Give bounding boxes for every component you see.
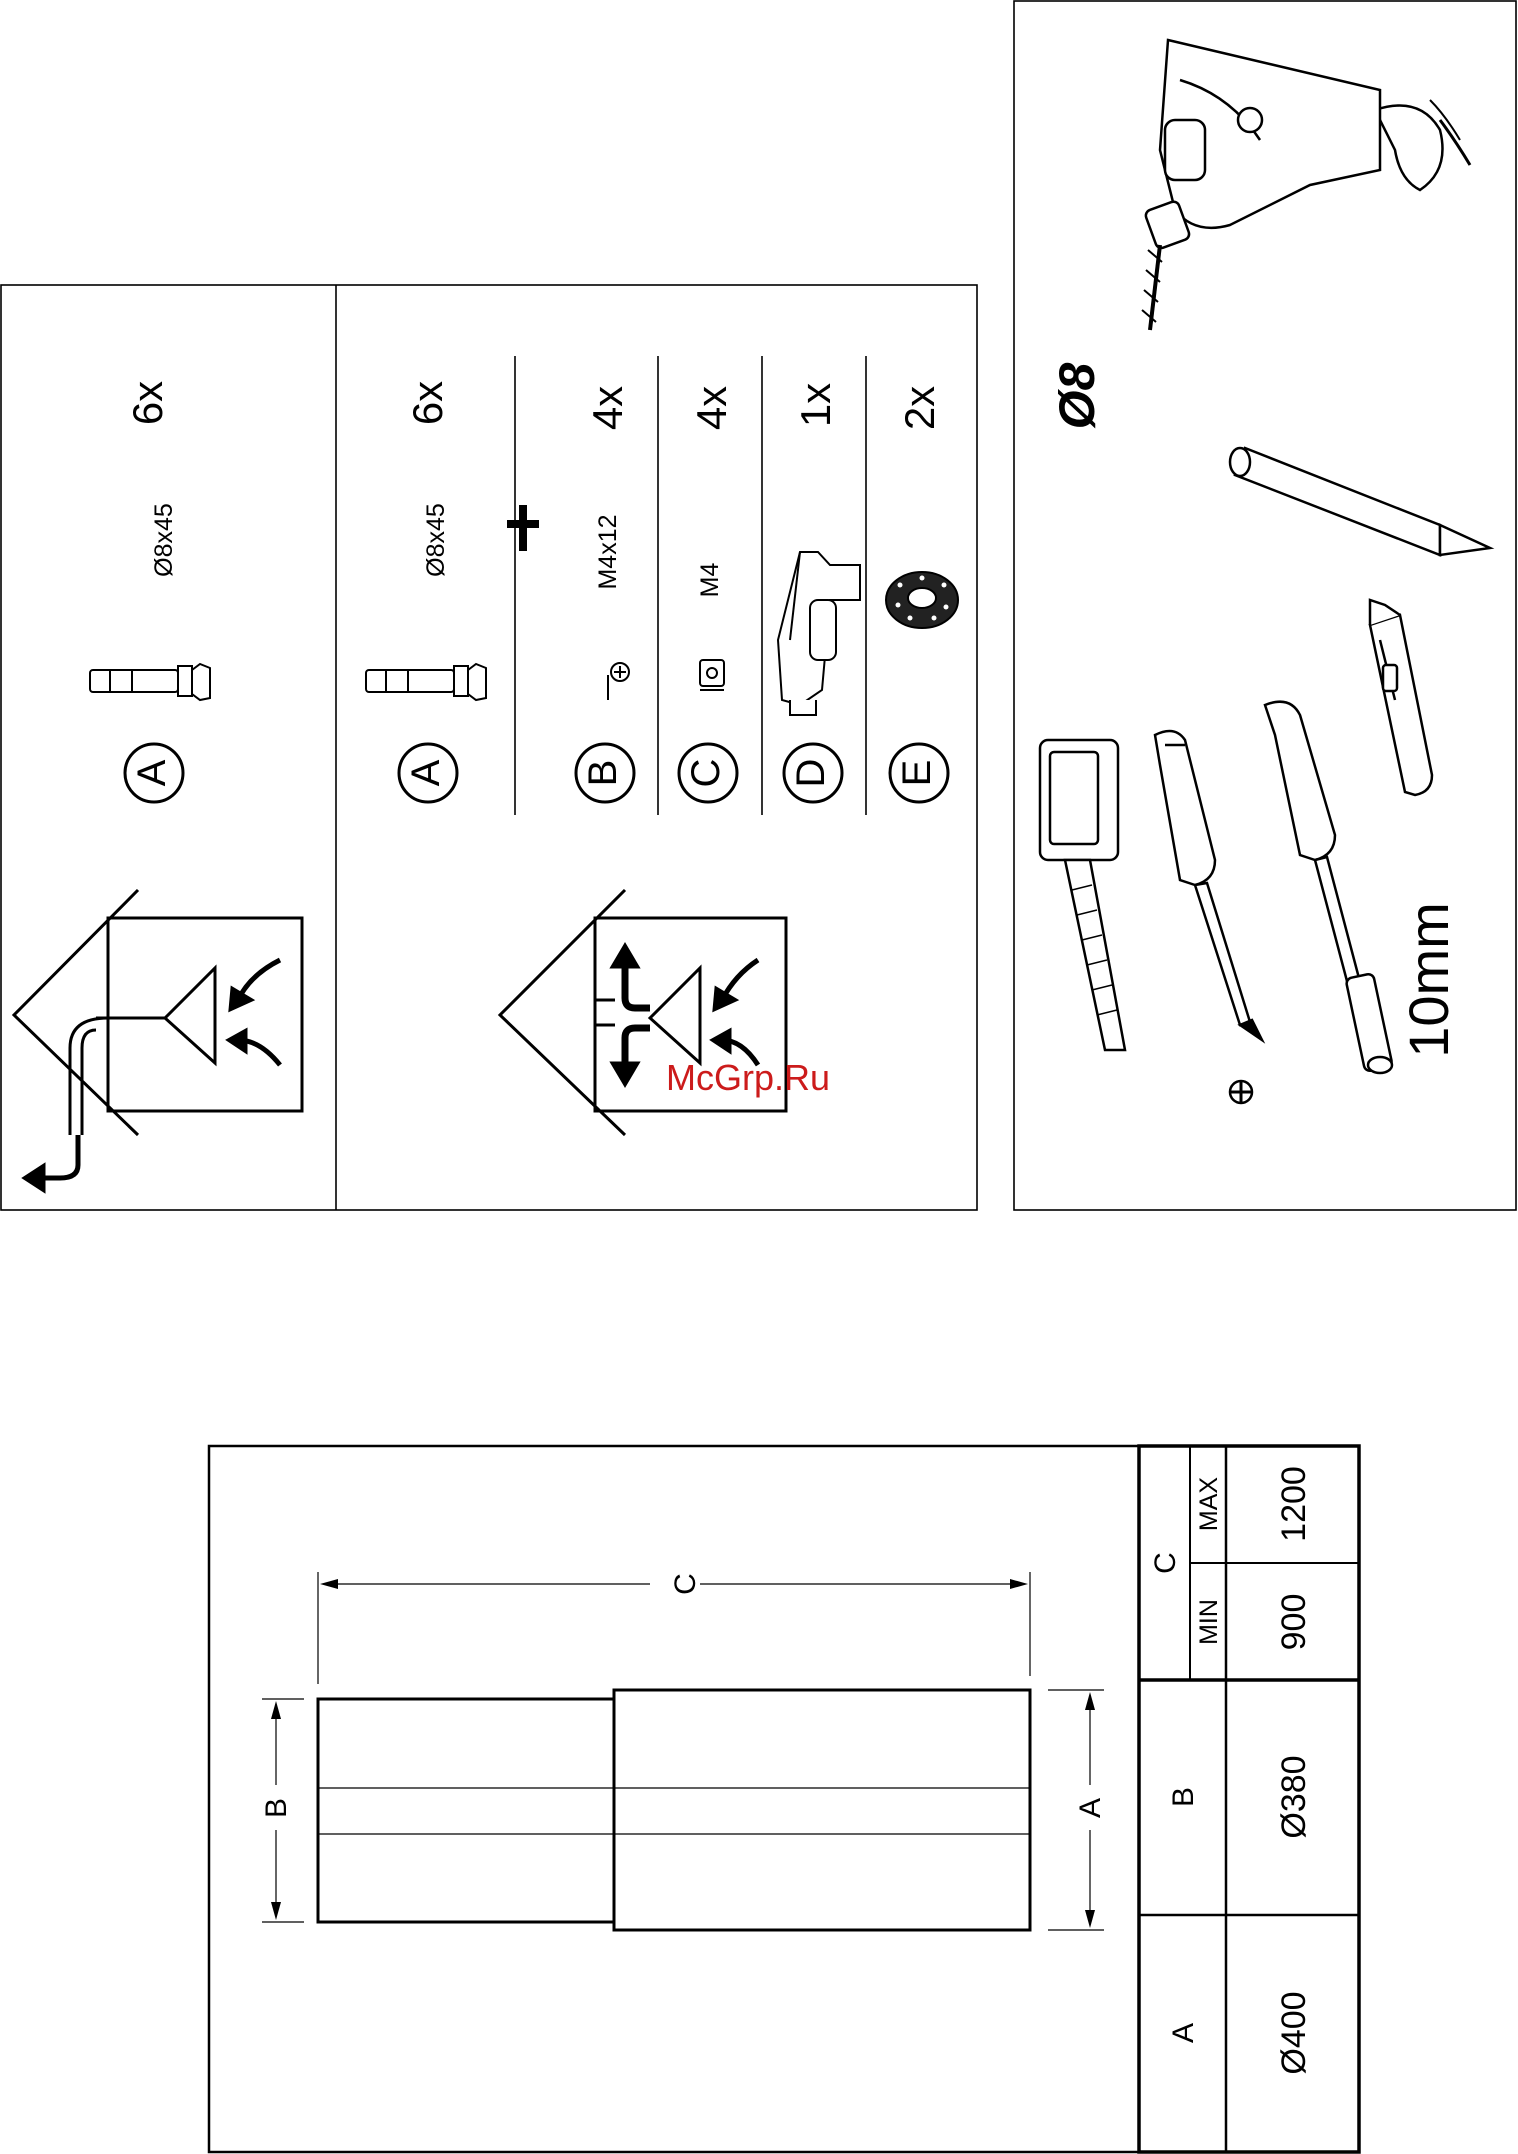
dimension-panel: C B A (209, 1446, 1359, 2152)
rc-item-b-qty: 4x (584, 386, 631, 430)
cage-nut-icon (700, 660, 724, 690)
rc-item-b-badge: B (576, 744, 634, 802)
rc-item-a-qty: 6x (404, 381, 451, 425)
svg-text:B: B (581, 760, 625, 787)
recirculation-hood-diagram-icon (500, 890, 786, 1135)
plus-sign (507, 505, 539, 551)
svg-text:Ø400: Ø400 (1275, 1991, 1313, 2074)
svg-text:Ø380: Ø380 (1275, 1755, 1313, 1838)
rc-item-e-qty: 2x (896, 386, 943, 430)
svg-text:A: A (404, 759, 448, 786)
item-a-qty: 6x (124, 381, 171, 425)
rc-item-b-spec: M4x12 (594, 514, 622, 589)
table-header-b: B (1167, 1787, 1200, 1807)
phillips-symbol-icon (1230, 1081, 1252, 1103)
table-value-b: Ø380 (1275, 1755, 1313, 1838)
svg-text:B: B (1167, 1787, 1200, 1807)
deflector-icon (778, 552, 860, 715)
svg-text:900: 900 (1275, 1594, 1313, 1651)
table-value-c-max: 1200 (1275, 1466, 1313, 1542)
socket-size-label: 10mm (1397, 902, 1460, 1058)
tools-panel: Ø8 (1014, 1, 1516, 1210)
carbon-filter-icon (886, 572, 958, 628)
item-a-badge: A (125, 744, 183, 802)
drill-diameter-label: Ø8 (1049, 362, 1105, 429)
item-a-spec: Ø8x45 (150, 503, 178, 577)
screw-icon (608, 663, 629, 700)
table-header-max: MAX (1195, 1477, 1223, 1532)
svg-text:C: C (1149, 1552, 1182, 1574)
rc-item-e-badge: E (890, 744, 948, 802)
rc-item-d-badge: D (784, 744, 842, 802)
rc-item-a-spec: Ø8x45 (422, 503, 450, 577)
upper-duct (318, 1699, 614, 1922)
rc-item-a-badge: A (399, 744, 457, 802)
anchor-bolt-icon (90, 664, 210, 700)
table-header-min: MIN (1195, 1599, 1223, 1645)
table-value-a: Ø400 (1275, 1991, 1313, 2074)
dimension-b-label: B (260, 1798, 293, 1818)
phillips-screwdriver-icon (1155, 731, 1262, 1040)
svg-text:MIN: MIN (1195, 1599, 1223, 1645)
dimension-a-label: A (1074, 1798, 1107, 1818)
svg-text:A: A (1167, 2023, 1200, 2043)
pencil-icon (1230, 448, 1490, 555)
dimension-c-label: C (669, 1573, 702, 1595)
utility-knife-icon (1370, 600, 1432, 795)
kit-standard-column: 6x Ø8x45 A (14, 381, 302, 1191)
lower-duct (614, 1690, 1030, 1930)
watermark: McGrp.Ru (666, 1057, 830, 1098)
svg-text:A: A (130, 759, 174, 786)
table-header-a: A (1167, 2023, 1200, 2043)
svg-text:MAX: MAX (1195, 1477, 1223, 1532)
rc-item-c-spec: M4 (696, 563, 724, 598)
table-value-c-min: 900 (1275, 1594, 1313, 1651)
tape-measure-icon (1040, 740, 1125, 1050)
anchor-bolt-icon (366, 664, 486, 700)
table-header-c: C (1149, 1552, 1182, 1574)
chimney-duct-drawing (318, 1690, 1030, 1930)
nut-driver-icon (1265, 702, 1393, 1073)
drill-icon (1142, 40, 1470, 330)
kit-recirculation-column: 6x Ø8x45 A 4x M4x12 (366, 356, 958, 1135)
rc-item-d-qty: 1x (792, 383, 839, 427)
svg-text:D: D (789, 759, 833, 788)
svg-text:E: E (895, 760, 939, 787)
svg-text:1200: 1200 (1275, 1466, 1313, 1542)
ducted-hood-diagram-icon (14, 890, 302, 1191)
rc-item-c-badge: C (679, 744, 737, 802)
svg-text:C: C (684, 759, 728, 788)
rc-item-c-qty: 4x (688, 386, 735, 430)
